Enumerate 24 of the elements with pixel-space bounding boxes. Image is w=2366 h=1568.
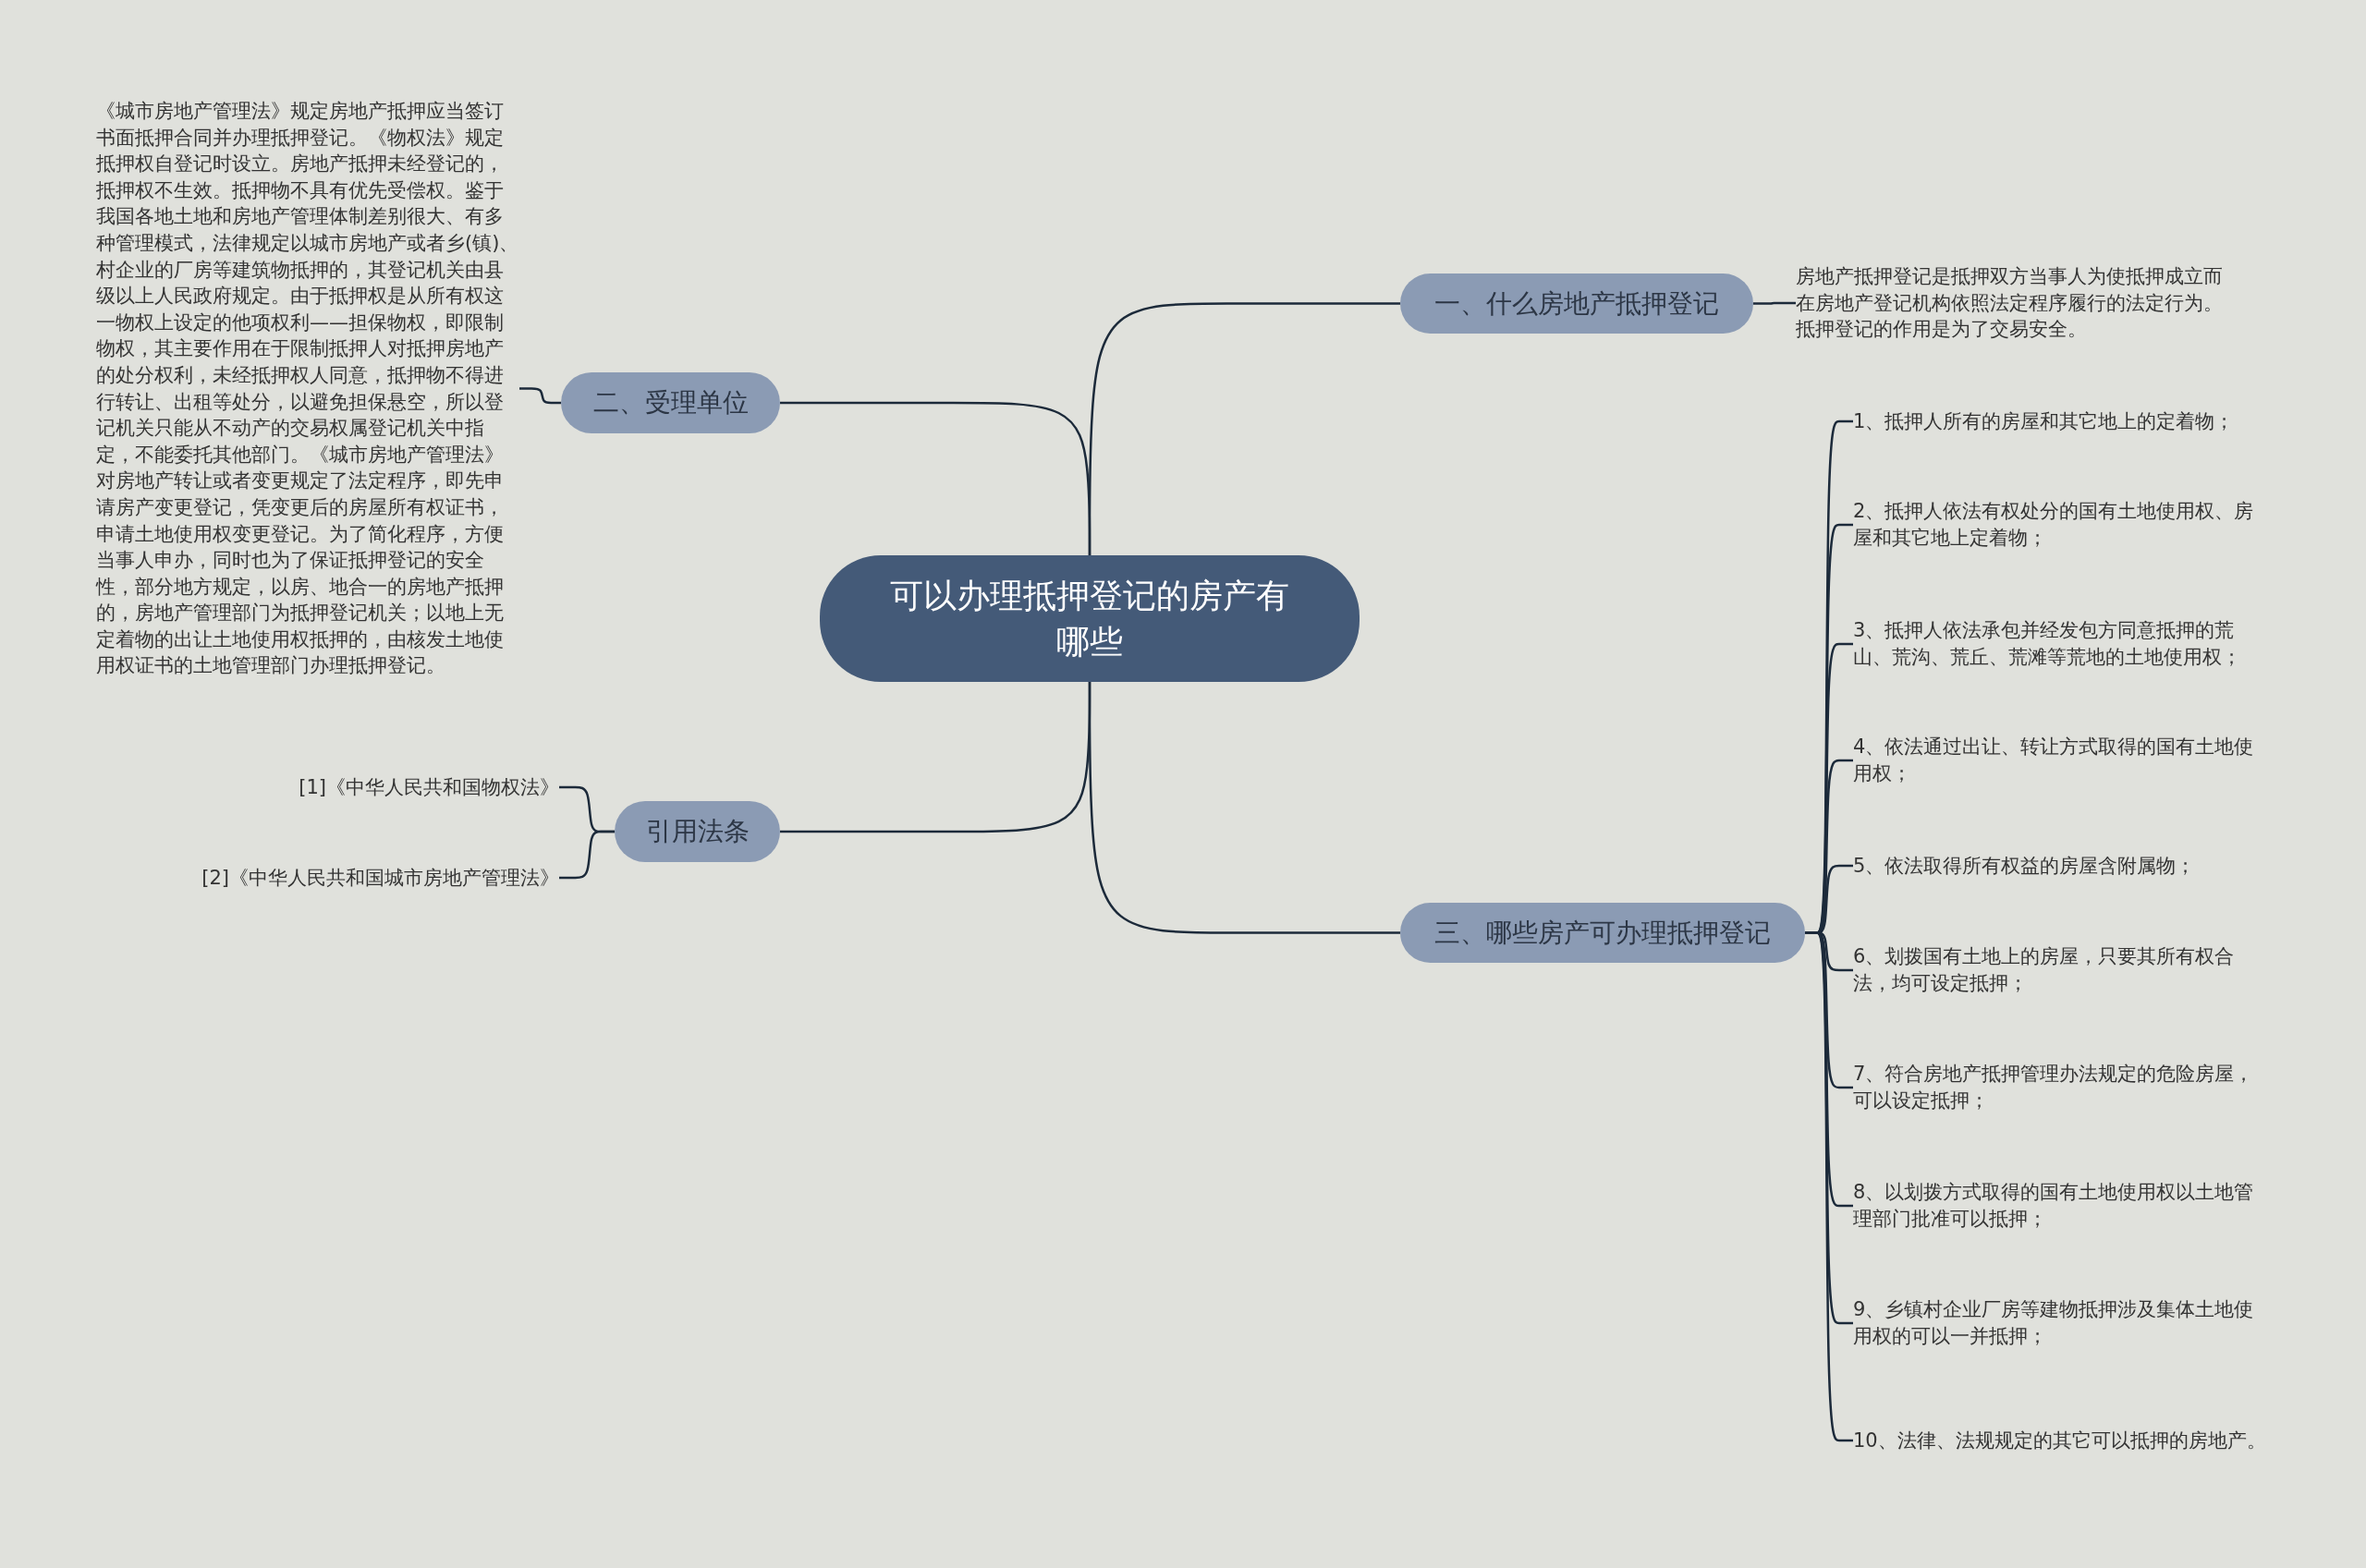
- note-text: 9、乡镇村企业厂房等建物抵押涉及集体土地使用权的可以一并抵押；: [1853, 1297, 2255, 1349]
- central-topic-label: 可以办理抵押登记的房产有哪些: [889, 575, 1290, 662]
- note-text: 7、符合房地产抵押管理办法规定的危险房屋，可以设定抵押；: [1853, 1062, 2255, 1113]
- connector-line: [780, 401, 1092, 555]
- note-text: 8、以划拨方式取得的国有土地使用权以土地管理部门批准可以抵押；: [1853, 1180, 2255, 1232]
- connector-line: [559, 830, 615, 880]
- note-text: 6、划拨国有土地上的房屋，只要其所有权合法，均可设定抵押；: [1853, 944, 2236, 996]
- topic-label: 三、哪些房产可办理抵押登记: [1434, 916, 1771, 950]
- note-text: 3、抵押人依法承包并经发包方同意抵押的荒山、荒沟、荒丘、荒滩等荒地的土地使用权；: [1853, 618, 2242, 670]
- connector-line: [780, 682, 1092, 833]
- connector-line: [1753, 301, 1796, 305]
- note-text: 10、法律、法规规定的其它可以抵押的房地产。: [1853, 1428, 2267, 1453]
- note-text: 房地产抵押登记是抵押双方当事人为使抵押成立而在房地产登记机构依照法定程序履行的法定行为。抵押登记的作用是为了交易安全。: [1796, 264, 2224, 343]
- topic-label: 引用法条: [645, 815, 750, 848]
- note-text: 4、依法通过出让、转让方式取得的国有土地使用权；: [1853, 735, 2255, 786]
- note-text: 1、抵押人所有的房屋和其它地上的定着物；: [1853, 408, 2236, 434]
- connector-line: [519, 387, 561, 405]
- note-text: 5、依法取得所有权益的房屋含附属物；: [1853, 853, 2197, 879]
- note-text: 2、抵押人依法有权处分的国有土地使用权、房屋和其它地上定着物；: [1853, 499, 2255, 551]
- topic-label: 二、受理单位: [592, 386, 749, 419]
- note-text: [2]《中华人民共和国城市房地产管理法》: [201, 865, 559, 891]
- note-text: 《城市房地产管理法》规定房地产抵押应当签订书面抵押合同并办理抵押登记。《物权法》规定抵押权自登记时设立。房地产抵押未经登记的，抵押权不生效。抵押物不具有优先受偿权。鉴于我国各地土地和房地产管理体制差别很大、有多种管理模式，法律规定以城市房地产或者乡(镇)、村企业的厂房等建筑物抵押的，其登记机关由县级以上人民政府规定。由于抵押权是从所有权这一物权上设定的他项权利——担保物权，即限制物权，其主要作用在于限制抵押人对抵押房地产的处分权利，未经抵押权人同意，抵押物不得进行转让、出租等处分，以避免担保悬空，所以登记机关只能从不动产的交易权属登记机关中指定，不能委托其他部门。《城市房地产管理法》对房地产转让或者变更规定了法定程序，即先申请房产变更登记，凭变更后的房屋所有权证书，申请土地使用权变更登记。为了简化程序，方便当事人申办，同时也为了保证抵押登记的安全性，部分地方规定，以房、地合一的房地产抵押的，房地产管理部门为抵押登记机关；以地上无定着物的出让土地使用权抵押的，由核发土地使用权证书的土地管理部门办理抵押登记。: [96, 99, 519, 679]
- topic-label: 一、什么房地产抵押登记: [1434, 286, 1719, 321]
- note-text: [1]《中华人民共和国物权法》: [298, 774, 559, 800]
